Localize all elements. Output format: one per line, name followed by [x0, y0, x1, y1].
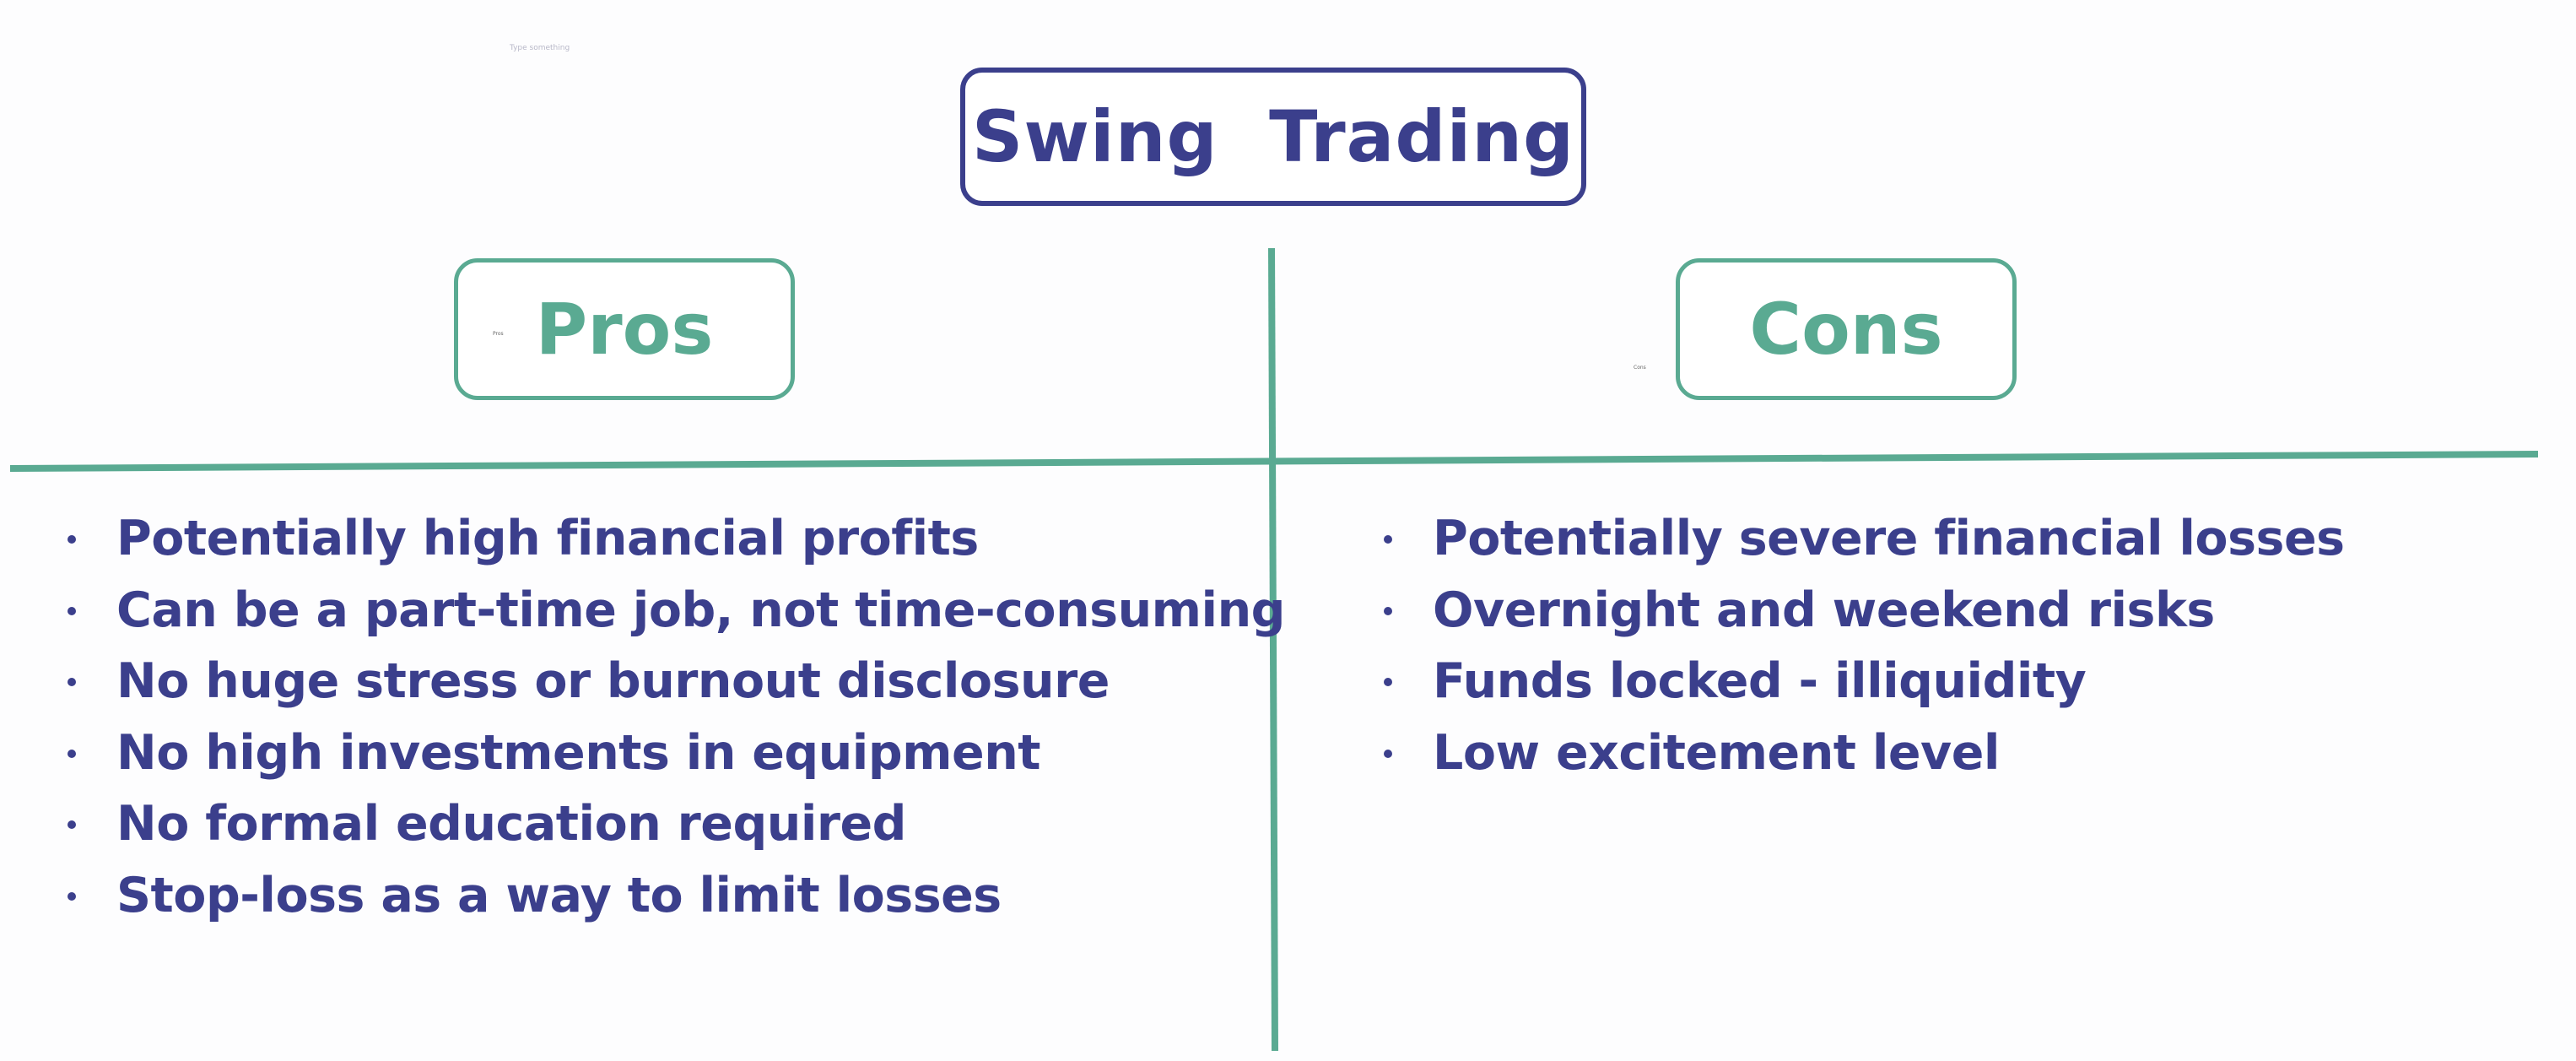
cons-list: Potentially severe financial losses Over… — [1384, 503, 2345, 788]
horizontal-divider-line — [9, 451, 2539, 472]
pros-heading: Pros — [535, 288, 714, 371]
pros-list-item: Can be a part-time job, not time-consumi… — [68, 575, 1285, 647]
faint-placeholder-label: Type something — [510, 44, 570, 52]
pros-heading-box: Pros — [454, 258, 795, 400]
cons-heading: Cons — [1749, 288, 1943, 371]
pros-list-item: No high investments in equipment — [68, 717, 1285, 789]
cons-tiny-label: Cons — [1634, 365, 1646, 371]
cons-heading-box: Cons — [1676, 258, 2017, 400]
pros-list-item: Stop-loss as a way to limit losses — [68, 860, 1285, 932]
pros-list-item: Potentially high financial profits — [68, 503, 1285, 575]
page-title: Swing Trading — [971, 95, 1575, 178]
cons-list-item: Low excitement level — [1384, 717, 2345, 789]
pros-list-item: No huge stress or burnout disclosure — [68, 646, 1285, 717]
title-box: Swing Trading — [960, 68, 1586, 206]
cons-list-item: Funds locked - illiquidity — [1384, 646, 2345, 717]
pros-list: Potentially high financial profits Can b… — [68, 503, 1285, 931]
cons-list-item: Overnight and weekend risks — [1384, 575, 2345, 647]
pros-list-item: No formal education required — [68, 788, 1285, 860]
pros-tiny-label: Pros — [493, 331, 504, 337]
cons-list-item: Potentially severe financial losses — [1384, 503, 2345, 575]
